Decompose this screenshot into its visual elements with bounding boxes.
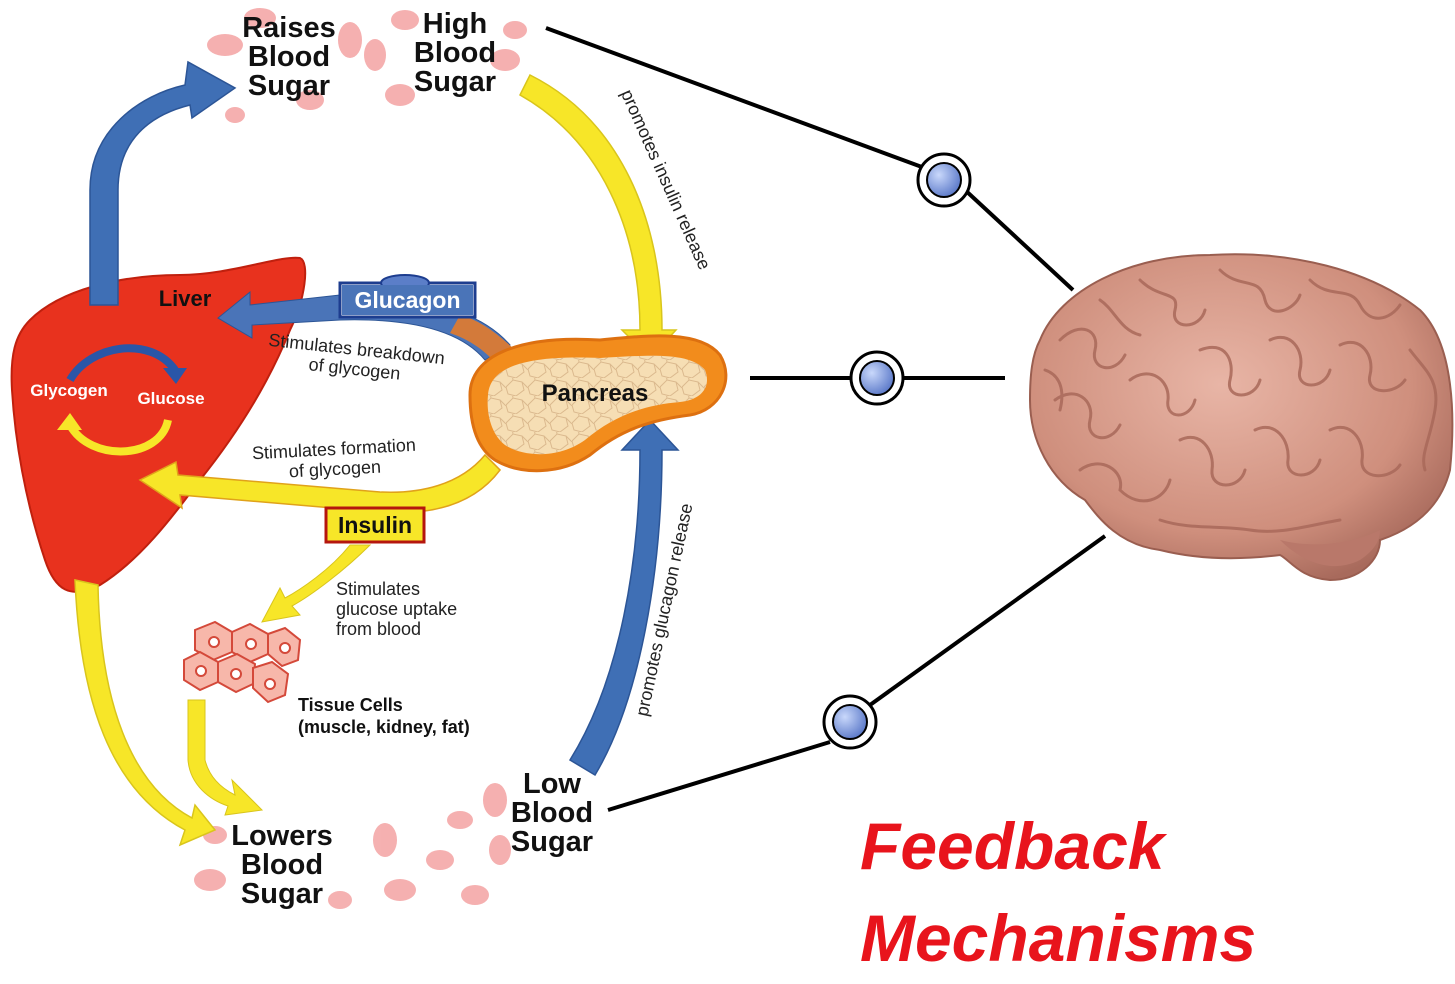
glucagon-label: Glucagon: [354, 287, 461, 313]
pancreas-texture: [487, 355, 708, 455]
cells-to-lowers-arrow: [187, 699, 264, 816]
raises-blood-sugar-label: Raises Blood Sugar: [242, 12, 336, 102]
tissue-cells-icon: [183, 620, 302, 704]
insulin-label: Insulin: [337, 512, 413, 538]
feedback-mechanisms-title: Feedback Mechanisms: [860, 809, 1257, 975]
diagram-svg: [10, 8, 1454, 909]
low-blood-sugar-label: Low Blood Sugar: [510, 768, 594, 858]
glycogen-cycle-bottom-head: [57, 413, 82, 430]
brain-icon: [1028, 253, 1454, 582]
insulin-box: [324, 506, 426, 544]
liver-to-raises-arrow: [89, 60, 237, 306]
lowers-blood-sugar-label: Lowers Blood Sugar: [231, 820, 333, 910]
glycogen-label: Glycogen: [30, 381, 108, 400]
glycogen-cycle-bottom-arrow: [66, 418, 172, 456]
insulin-to-cells-arrow: [261, 544, 372, 623]
glycogen-cycle-top-arrow: [66, 344, 179, 383]
connector-node-icon: [849, 350, 905, 406]
pancreas-label: Pancreas: [541, 380, 649, 407]
liver-shape: [10, 256, 307, 593]
tissue-cells-label: Tissue Cells (muscle, kidney, fat): [298, 695, 470, 737]
glycogen-cycle-top-head: [163, 368, 187, 384]
connector-node-icon: [822, 694, 878, 750]
blood-cells-bottom: [194, 783, 511, 909]
connector-lines: [545, 26, 1107, 812]
liver-label: Liver: [158, 286, 212, 311]
insulin-arrow: [138, 453, 501, 514]
glucose-label: Glucose: [137, 389, 205, 408]
high-to-pancreas-arrow: [519, 73, 678, 360]
high-blood-sugar-label: High Blood Sugar: [413, 8, 497, 98]
low-to-pancreas-arrow: [568, 418, 680, 777]
glucagon-box-fill: [342, 285, 473, 315]
connector-node-icon: [916, 152, 972, 208]
diagram-stage: Raises Blood Sugar High Blood Sugar Low …: [10, 8, 1454, 975]
glucose-uptake-label: Stimulates glucose uptake from blood: [336, 579, 458, 639]
liver-to-lowers-arrow: [74, 579, 217, 847]
